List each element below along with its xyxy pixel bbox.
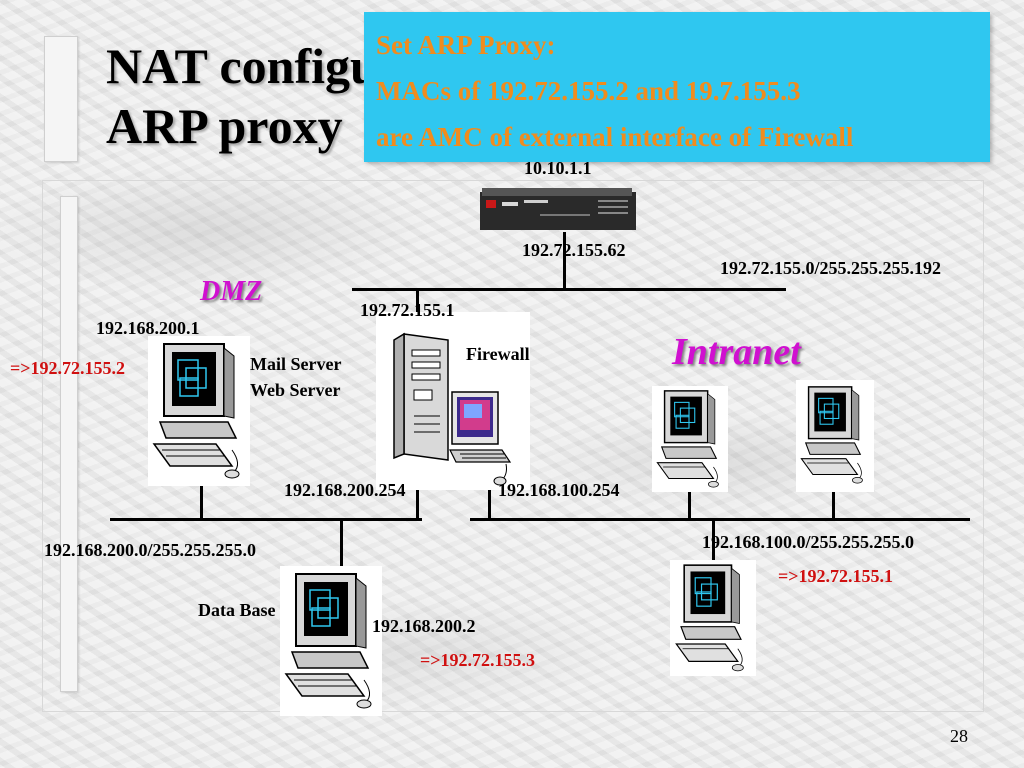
callout-line-3: are AMC of external interface of Firewal… [376, 122, 854, 152]
content-frame [42, 180, 984, 712]
dmz-bus [110, 518, 422, 521]
router-icon [480, 188, 636, 230]
firewall-ip-dmz: 192.168.200.254 [284, 480, 406, 500]
database-label: Data Base [198, 600, 276, 620]
intranet-pc-3-icon [675, 564, 744, 672]
pc3-drop [712, 520, 715, 560]
intranet-net-mask: 192.168.100.0/255.255.255.0 [702, 532, 915, 552]
intranet-pc-2-icon [800, 386, 863, 484]
firewall-label: Firewall [466, 344, 530, 364]
external-bus [352, 288, 786, 291]
mail-drop [200, 484, 203, 520]
title-line-2: ARP proxy [106, 98, 343, 154]
external-net-mask: 192.72.155.0/255.255.255.192 [720, 258, 942, 278]
router-drop [563, 232, 566, 289]
intranet-label: Intranet [672, 331, 801, 373]
firewall-uplink [416, 290, 419, 332]
router-ip-top: 10.10.1.1 [524, 158, 592, 178]
firewall-server-icon [393, 332, 449, 461]
database-computer-icon [284, 573, 372, 709]
fw-intranet-drop [488, 478, 491, 520]
mail-server-computer-icon [152, 343, 240, 479]
web-server-label: Web Server [250, 380, 341, 400]
firewall-ip-external: 192.72.155.1 [360, 300, 455, 320]
pc1-drop [688, 490, 691, 520]
database-nat: =>192.72.155.3 [420, 650, 536, 670]
pc2-drop [832, 490, 835, 520]
fw-dmz-drop [416, 470, 419, 520]
frame-bar-left [60, 196, 78, 692]
database-ip: 192.168.200.2 [372, 616, 476, 636]
mail-server-ip: 192.168.200.1 [96, 318, 200, 338]
callout-line-1: Set ARP Proxy: [376, 30, 556, 60]
frame-bar-top [44, 36, 78, 162]
callout-line-2: MACs of 192.72.155.2 and 19.7.155.3 [376, 76, 801, 106]
dmz-label: DMZ [200, 276, 263, 307]
mail-server-nat: =>192.72.155.2 [10, 358, 126, 378]
arp-proxy-callout: Set ARP Proxy: MACs of 192.72.155.2 and … [364, 12, 990, 162]
intranet-pc-1-icon [656, 390, 719, 488]
intranet-nat: =>192.72.155.1 [778, 566, 894, 586]
page-number: 28 [950, 726, 968, 746]
intranet-bus [470, 518, 970, 521]
firewall-monitor-icon [449, 391, 512, 486]
dmz-net-mask: 192.168.200.0/255.255.255.0 [44, 540, 257, 560]
mail-server-label: Mail Server [250, 354, 342, 374]
db-drop [340, 520, 343, 568]
firewall-ip-intranet: 192.168.100.254 [498, 480, 620, 500]
router-ip-bottom: 192.72.155.62 [522, 240, 626, 260]
